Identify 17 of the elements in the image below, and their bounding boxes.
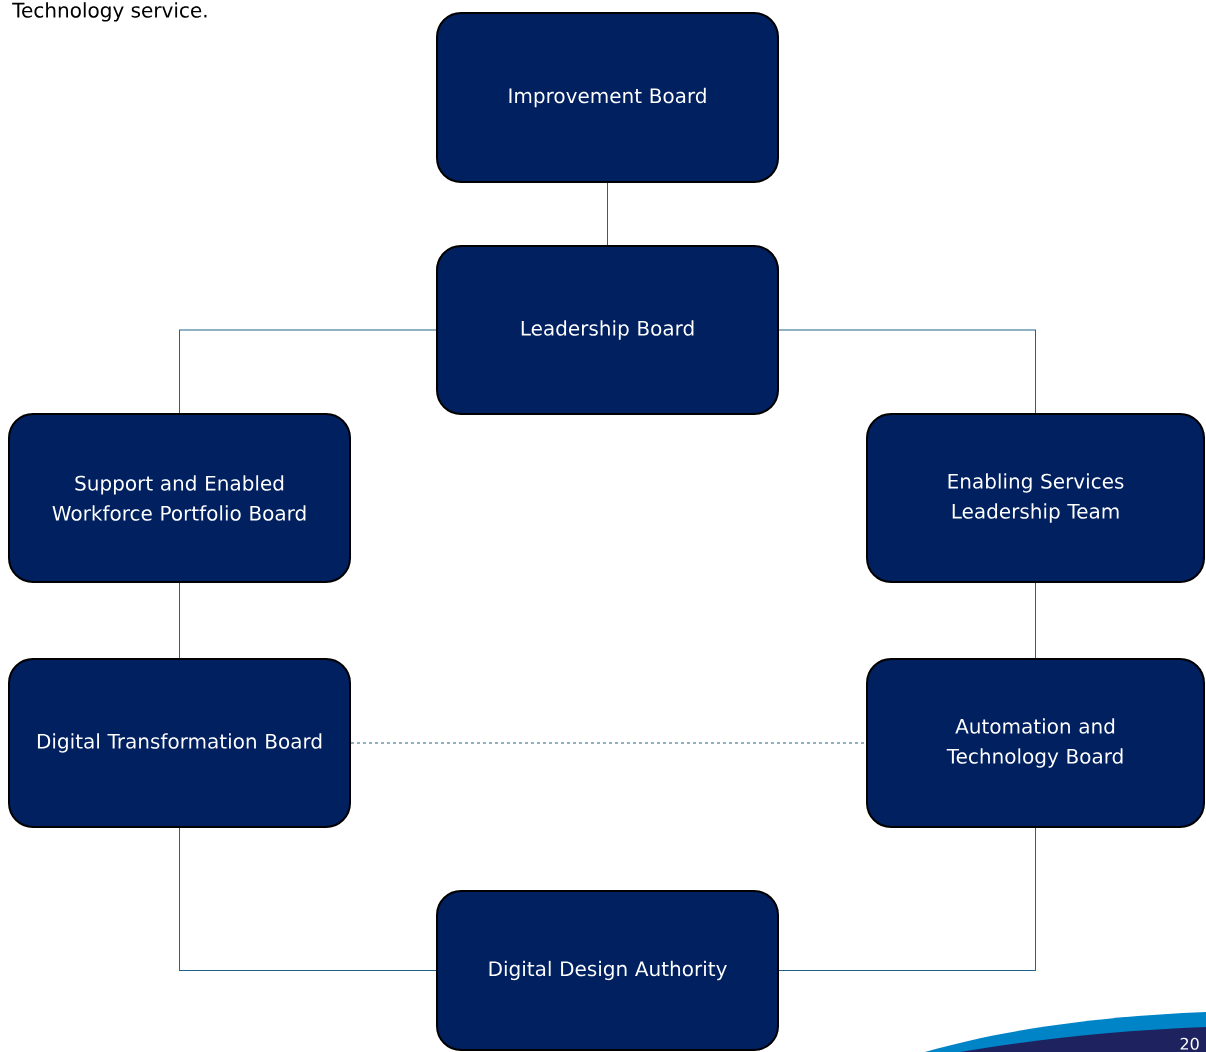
board-box: Digital Design Authority xyxy=(436,890,779,1051)
connector-line xyxy=(179,582,180,659)
connector-line xyxy=(607,182,608,246)
board-box: Leadership Board xyxy=(436,245,779,415)
board-box: Automation and Technology Board xyxy=(866,658,1205,828)
board-box: Support and Enabled Workforce Portfolio Board xyxy=(8,413,351,583)
connector-line xyxy=(778,329,1036,414)
connector-line xyxy=(350,742,867,744)
board-box: Improvement Board xyxy=(436,12,779,183)
connector-line xyxy=(778,827,1036,971)
connector-line xyxy=(1035,582,1036,659)
connector-line xyxy=(179,329,437,414)
connector-line xyxy=(179,827,437,971)
board-box: Enabling Services Leadership Team xyxy=(866,413,1205,583)
page-number: 20 xyxy=(1180,1037,1199,1050)
board-box: Digital Transformation Board xyxy=(8,658,351,828)
heading-text: Technology service. xyxy=(12,2,207,22)
